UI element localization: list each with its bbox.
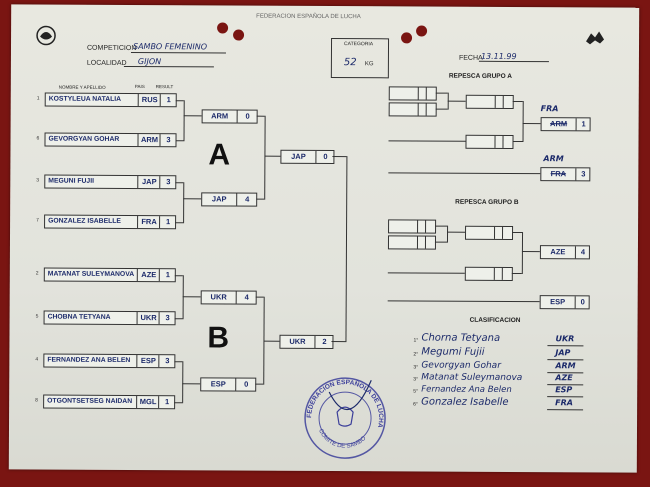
punch-hole [233, 29, 245, 41]
localidad-value: GIJON [137, 57, 162, 67]
clasificacion-row: 3° Matanat Suleymanova AZE [413, 372, 593, 386]
clasificacion-title: CLASIFICACION [469, 316, 521, 325]
punch-hole [401, 32, 413, 44]
repesca-a-title: REPESCA GRUPO A [448, 72, 512, 80]
svg-text:FEDERACION ESPAÑOLA DE LUCHA: FEDERACION ESPAÑOLA DE LUCHA [306, 378, 384, 428]
bracket-entry: GONZALEZ ISABELLE FRA 1 [44, 214, 177, 230]
competicion-value: SAMBO FEMENINO [132, 41, 208, 52]
repesca-b-match2: ESP 0 [539, 295, 590, 310]
round2-entry: UKR 4 [200, 290, 257, 305]
bracket-entry: MATANAT SULEYMANOVA AZE 1 [43, 267, 176, 283]
clasificacion-list: 1° Chorna Tetyana UKR 2° Megumi Fujii JA… [413, 332, 594, 411]
group-b-final: UKR 2 [279, 334, 334, 350]
bracket-entry: OTGONTSETSEG NAIDAN MGL 1 [43, 394, 176, 410]
bracket-entry: GEVORGYAN GOHAR ARM 3 [44, 132, 177, 148]
categoria-box: CATEGORIA 52 KG [330, 38, 390, 79]
repesca-a-match1: ARM 1 [540, 117, 591, 132]
clasificacion-row: 2° Megumi Fujii JAP [413, 346, 593, 361]
categoria-value: 52 [343, 57, 357, 69]
svg-text:COMITE DE SAMBO: COMITE DE SAMBO [317, 428, 368, 450]
repesca-b-title: REPESCA GRUPO B [455, 198, 519, 207]
clasificacion-row: 5° Fernandez Ana Belen ESP [413, 384, 593, 398]
federation-stamp: FEDERACION ESPAÑOLA DE LUCHA COMITE DE S… [304, 377, 386, 459]
bracket-entry: MEGUNI FUJII JAP 3 [44, 174, 177, 190]
group-b-letter: B [207, 321, 230, 355]
group-a-final: JAP 0 [280, 149, 335, 165]
bracket-entry: CHOBNA TETYANA UKR 3 [43, 310, 176, 326]
punch-hole [416, 25, 428, 37]
clasificacion-row: 1° Chorna Tetyana UKR [413, 332, 593, 347]
clasificacion-row: 6° Gonzalez Isabelle FRA [413, 396, 593, 411]
bracket-entry: FERNANDEZ ANA BELEN ESP 3 [43, 353, 176, 369]
fecha-value: 13.11.99 [480, 51, 517, 62]
document-sheet: FEDERACION ESPAÑOLA DE LUCHA COMPETICION… [8, 4, 640, 473]
wrestlers-logo-icon [586, 31, 605, 45]
round2-entry: ARM 0 [201, 109, 258, 124]
bracket-entry: KOSTYLEUA NATALIA RUS 1 [44, 92, 177, 108]
federation-logo-icon [36, 25, 56, 46]
clasificacion-row: 3° Gevorgyan Gohar ARM [413, 360, 593, 374]
repesca-a-match2: FRA 3 [540, 167, 591, 182]
group-a-letter: A [208, 138, 231, 172]
round2-entry: ESP 0 [200, 377, 257, 392]
punch-hole [217, 22, 229, 34]
round2-entry: JAP 4 [201, 192, 258, 207]
federation-title: FEDERACION ESPAÑOLA DE LUCHA [256, 13, 361, 21]
repesca-b-match1: AZE 4 [539, 245, 590, 260]
